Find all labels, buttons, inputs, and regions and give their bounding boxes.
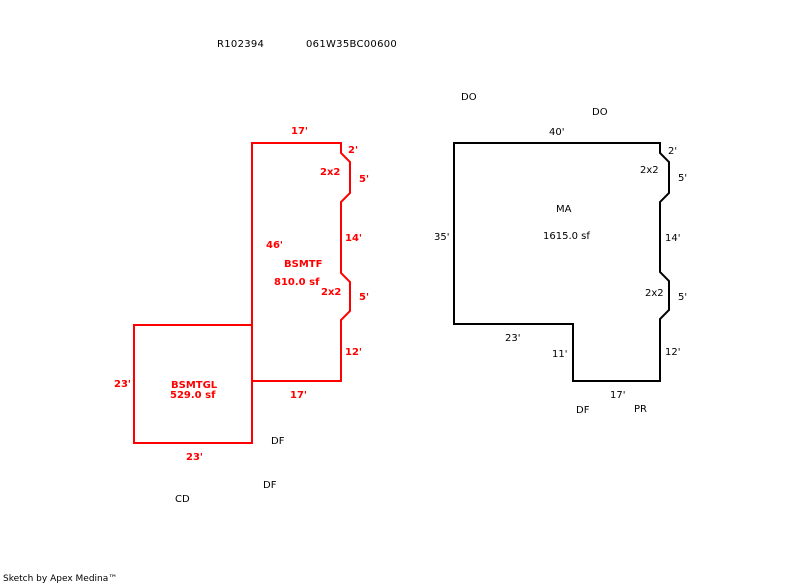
bsmtgl-dim-left: 23' xyxy=(114,379,131,390)
ma-dim-inner-vertical: 11' xyxy=(552,349,567,360)
ma-area: 1615.0 sf xyxy=(543,231,590,242)
bsmtf-dim-right-top: 2' xyxy=(348,145,358,156)
ma-notch1-label: 2x2 xyxy=(640,165,659,176)
bsmtf-area: 810.0 sf xyxy=(274,277,320,288)
bsmtf-dim-bottom: 17' xyxy=(290,390,307,401)
bsmtf-notch1-label: 2x2 xyxy=(320,167,340,178)
ma-notch2-side: 5' xyxy=(678,292,687,303)
ma-dim-right-bottom: 12' xyxy=(665,347,680,358)
annotation-df: DF xyxy=(263,480,277,491)
ma-dim-bottom-right: 17' xyxy=(610,390,625,401)
parcel-id: R102394 xyxy=(217,39,265,50)
bsmtf-dim-right-bottom: 12' xyxy=(345,347,362,358)
ma-outline xyxy=(453,142,670,382)
bsmtf-code: BSMTF xyxy=(284,259,322,270)
basement-sketch: 17' 2' 2x2 5' 14' 46' BSMTF 810.0 sf 2x2… xyxy=(114,126,369,463)
ma-code: MA xyxy=(556,204,572,215)
annotation-do: DO xyxy=(592,107,608,118)
bsmtf-dim-left: 46' xyxy=(266,240,283,251)
bsmtf-outline xyxy=(251,142,351,382)
bsmtgl-dim-bottom: 23' xyxy=(186,452,203,463)
annotation-pr: PR xyxy=(634,404,647,415)
sketch-credit: Sketch by Apex Medina™ xyxy=(3,574,118,584)
ma-dim-right-mid: 14' xyxy=(665,233,680,244)
bsmtgl-code: BSMTGL xyxy=(171,380,218,391)
ma-dim-right-top: 2' xyxy=(668,146,677,157)
bsmtgl-area: 529.0 sf xyxy=(170,390,216,401)
ma-notch2-label: 2x2 xyxy=(645,288,664,299)
map-number: 061W35BC00600 xyxy=(306,39,398,50)
bsmtf-dim-top: 17' xyxy=(291,126,308,137)
ma-dim-left: 35' xyxy=(434,232,449,243)
ma-notch1-side: 5' xyxy=(678,173,687,184)
bsmtf-notch2-side: 5' xyxy=(359,292,369,303)
bsmtf-notch2-label: 2x2 xyxy=(321,287,341,298)
annotation-df: DF xyxy=(576,405,590,416)
annotation-cd: CD xyxy=(175,494,190,505)
annotations: DO DO DF DF DF PR CD xyxy=(175,92,647,505)
bsmtgl-outline xyxy=(133,324,253,444)
bsmtf-dim-right-mid: 14' xyxy=(345,233,362,244)
ma-dim-bottom-left: 23' xyxy=(505,333,520,344)
ma-dim-top: 40' xyxy=(549,127,564,138)
bsmtf-notch1-side: 5' xyxy=(359,174,369,185)
main-sketch: 40' 2' 2x2 5' MA 35' 1615.0 sf 14' 2x2 5… xyxy=(434,127,687,401)
annotation-df: DF xyxy=(271,436,285,447)
annotation-do: DO xyxy=(461,92,477,103)
